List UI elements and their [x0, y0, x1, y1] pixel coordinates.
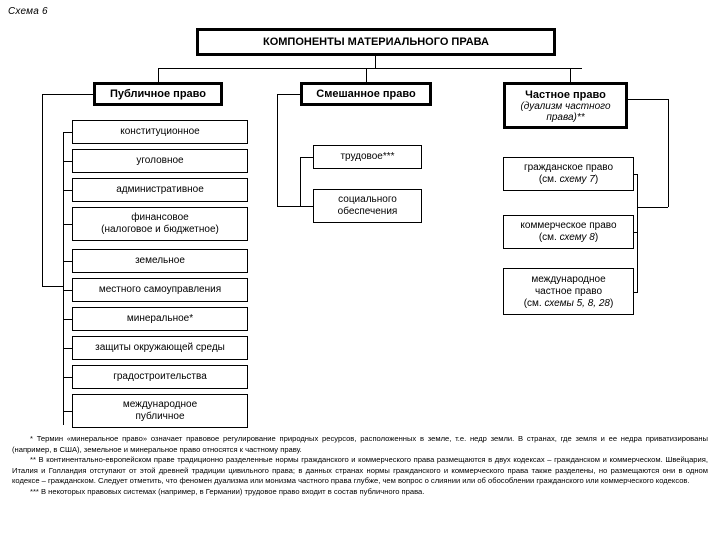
- page-title: КОМПОНЕНТЫ МАТЕРИАЛЬНОГО ПРАВА: [263, 36, 489, 48]
- leaf-public-0-label: конституционное: [120, 126, 200, 137]
- connector-private-tick-0: [634, 174, 638, 175]
- leaf-mixed-1: социального обеспечения: [313, 189, 422, 223]
- connector-public-tick-0: [63, 132, 72, 133]
- connector-public-tick-2: [63, 190, 72, 191]
- connector-private-stub: [628, 99, 668, 100]
- leaf-private-0-label: гражданское право: [523, 162, 614, 173]
- scheme-label: Схема 6: [8, 6, 48, 17]
- footnotes: * Термин «минеральное право» означает пр…: [12, 434, 708, 498]
- connector-public-stub: [42, 94, 93, 95]
- connector-drop-mixed: [366, 68, 367, 82]
- leaf-private-2-sublabel: частное право: [534, 285, 603, 297]
- leaf-private-1-reference: (см. схему 8): [538, 232, 599, 243]
- leaf-public-9: международное публичное: [72, 394, 248, 428]
- connector-public-tick-3: [63, 224, 72, 225]
- leaf-mixed-1-label: социального: [338, 194, 397, 205]
- connector-public-outer-join: [42, 286, 63, 287]
- leaf-mixed-0: трудовое***: [313, 145, 422, 169]
- leaf-mixed-1-sublabel: обеспечения: [337, 206, 398, 217]
- connector-public-outer-trunk: [42, 94, 43, 286]
- connector-public-tick-7: [63, 348, 72, 349]
- connector-private-tick-2: [634, 292, 638, 293]
- leaf-private-0: гражданское право (см. схему 7): [503, 157, 634, 191]
- leaf-mixed-0-label: трудовое***: [340, 151, 395, 162]
- connector-mixed-stub: [277, 94, 300, 95]
- leaf-public-6: минеральное*: [72, 307, 248, 331]
- leaf-private-1: коммерческое право (см. схему 8): [503, 215, 634, 249]
- footnote-3: *** В некоторых правовых системах (напри…: [30, 486, 425, 496]
- connector-public-tick-5: [63, 290, 72, 291]
- connector-public-tick-8: [63, 377, 72, 378]
- connector-mixed-outer-join: [277, 206, 300, 207]
- leaf-public-2: административное: [72, 178, 248, 202]
- leaf-public-6-label: минеральное*: [126, 313, 194, 324]
- connector-private-outer-join: [637, 207, 668, 208]
- branch-heading-mixed-label: Смешанное право: [316, 88, 416, 100]
- leaf-public-3: финансовое (налоговое и бюджетное): [72, 207, 248, 241]
- leaf-public-8-label: градостроительства: [113, 371, 207, 382]
- leaf-public-0: конституционное: [72, 120, 248, 144]
- branch-heading-private-sublabel: (дуализм частного права)**: [520, 100, 611, 123]
- leaf-private-0-reference: (см. схему 7): [538, 174, 599, 185]
- footnote-2: ** В континентально-европейском праве тр…: [12, 455, 708, 486]
- connector-public-tick-4: [63, 261, 72, 262]
- connector-private-outer-trunk: [668, 99, 669, 207]
- leaf-public-5-label: местного самоуправления: [98, 284, 222, 295]
- leaf-private-1-label: коммерческое право: [520, 220, 617, 231]
- branch-heading-mixed: Смешанное право: [300, 82, 432, 106]
- connector-drop-private: [570, 68, 571, 82]
- connector-public-tick-1: [63, 161, 72, 162]
- leaf-private-2-reference: (см. схемы 5, 8, 28): [523, 297, 614, 309]
- leaf-public-3-sublabel: (налоговое и бюджетное): [101, 224, 219, 235]
- connector-public-inner-trunk: [63, 132, 64, 425]
- connector-mixed-tick-0: [300, 157, 313, 158]
- leaf-public-8: градостроительства: [72, 365, 248, 389]
- branch-heading-private: Частное право (дуализм частного права)**: [503, 82, 628, 129]
- leaf-public-5: местного самоуправления: [72, 278, 248, 302]
- leaf-public-4: земельное: [72, 249, 248, 273]
- leaf-public-1-label: уголовное: [136, 155, 184, 166]
- leaf-public-4-label: земельное: [135, 255, 185, 266]
- leaf-public-7-label: защиты окружающей среды: [95, 342, 225, 353]
- leaf-public-2-label: административное: [116, 184, 204, 195]
- connector-private-inner-trunk: [637, 174, 638, 292]
- leaf-public-9-sublabel: публичное: [135, 411, 185, 422]
- connector-mixed-outer-trunk: [277, 94, 278, 206]
- leaf-private-2-label: международное: [531, 273, 606, 285]
- connector-private-tick-1: [634, 232, 638, 233]
- connector-title-stem: [375, 56, 376, 68]
- leaf-public-3-label: финансовое: [131, 212, 189, 223]
- connector-mixed-tick-1: [300, 206, 313, 207]
- connector-public-tick-6: [63, 319, 72, 320]
- leaf-public-9-label: международное: [122, 399, 198, 410]
- branch-heading-private-label: Частное право: [525, 88, 606, 101]
- branch-heading-public: Публичное право: [93, 82, 223, 106]
- leaf-private-2: международное частное право (см. схемы 5…: [503, 268, 634, 315]
- connector-mixed-inner-trunk: [300, 157, 301, 206]
- connector-title-bus: [158, 68, 582, 69]
- footnote-1: * Термин «минеральное право» означает пр…: [12, 434, 708, 454]
- connector-drop-public: [158, 68, 159, 82]
- branch-heading-public-label: Публичное право: [109, 88, 207, 100]
- title-box: КОМПОНЕНТЫ МАТЕРИАЛЬНОГО ПРАВА: [196, 28, 556, 56]
- leaf-public-1: уголовное: [72, 149, 248, 173]
- leaf-public-7: защиты окружающей среды: [72, 336, 248, 360]
- connector-public-tick-9: [63, 411, 72, 412]
